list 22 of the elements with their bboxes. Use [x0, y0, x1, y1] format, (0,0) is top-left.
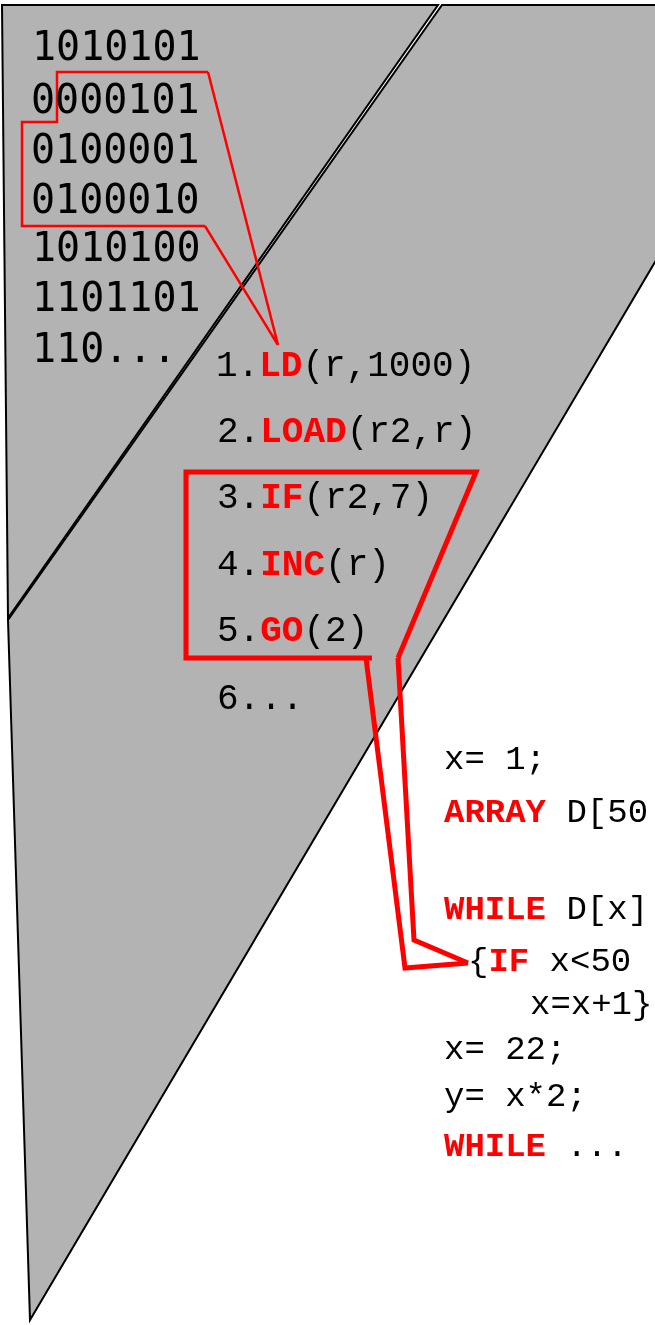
code-line: 1.LD(r,1000)	[216, 345, 488, 389]
code-line: 0100001	[31, 127, 200, 171]
code-line: {IF x<50	[468, 940, 644, 984]
code-line: x= 22;	[444, 1030, 567, 1070]
code-line: 5.GO(2)	[217, 612, 369, 652]
code-line: 4.INC(r)	[217, 546, 390, 586]
code-line: 1010100	[32, 225, 201, 269]
code-line: 3.IF(r2,7)	[217, 479, 434, 519]
code-line: 6...	[217, 680, 304, 720]
callout-pointer	[203, 70, 280, 347]
code-line: 1101101	[32, 275, 201, 319]
code-line: x=x+1}	[530, 985, 653, 1025]
code-line: WHILE ...	[444, 1127, 628, 1167]
callout-pointer	[363, 655, 471, 971]
code-line: 0100010	[31, 177, 200, 221]
code-line: 1010101	[32, 24, 201, 68]
code-line: ARRAY D[50	[444, 793, 649, 833]
code-line: y= x*2;	[444, 1077, 587, 1117]
code-line: 110...	[32, 326, 177, 370]
code-line: x= 1;	[444, 740, 547, 780]
code-line: WHILE D[x]	[444, 890, 649, 930]
code-line: 2.LOAD(r2,r)	[217, 413, 477, 453]
